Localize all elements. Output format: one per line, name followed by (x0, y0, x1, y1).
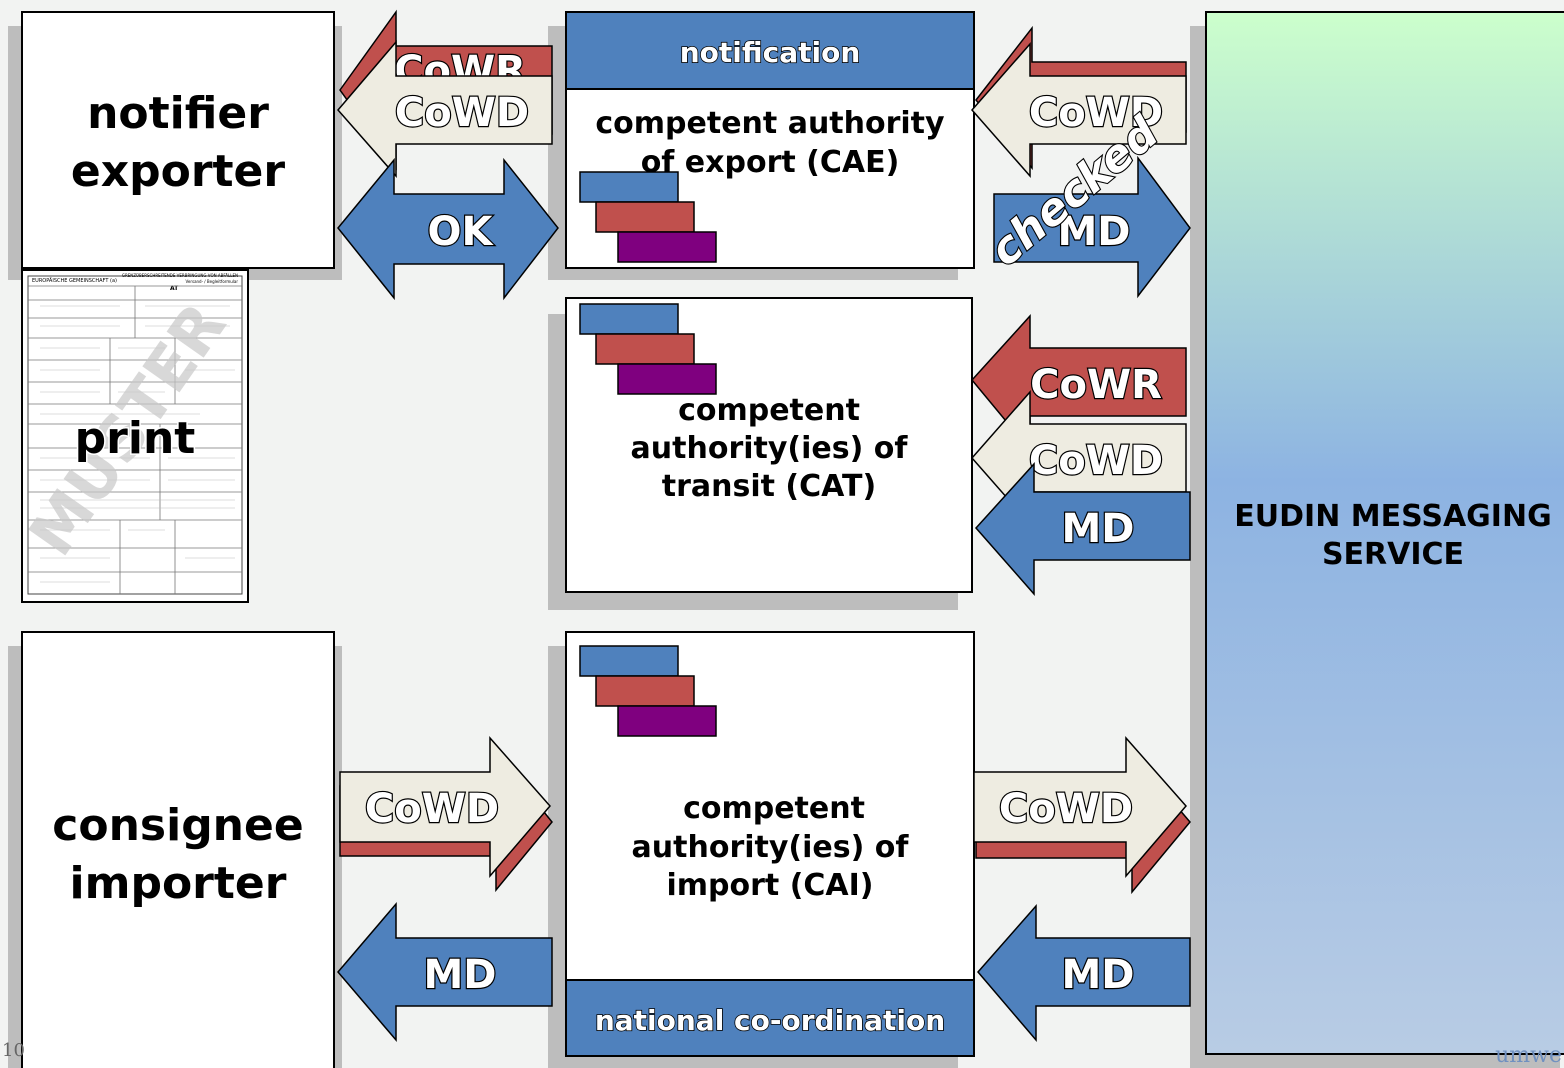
exporter-label-line1: notifier (87, 88, 269, 139)
arrow-ok-label: OK (428, 209, 495, 255)
arrow-cowd-importer-to-cai: CoWD (339, 736, 551, 879)
cae-box: notification competent authority of expo… (565, 11, 975, 269)
cae-label-line1: competent authority (595, 106, 945, 141)
cae-header-label: notification (680, 36, 861, 69)
print-document: EUROPÄISCHE GEMEINSCHAFT (a) GRENZÜBERSC… (14, 269, 249, 603)
cai-box: competent authority(ies) of import (CAI)… (565, 631, 975, 1057)
arrow-md-to-importer: MD (337, 901, 553, 1043)
arrow-md-cat-label: MD (1061, 506, 1134, 552)
cae-label-line2: of export (CAE) (641, 145, 900, 180)
arrow-md-from-cae: MD (993, 155, 1191, 299)
importer-label-line2: importer (70, 858, 287, 909)
arrow-cowd-to-exporter: CoWD (337, 39, 553, 178)
document-header-left: EUROPÄISCHE GEMEINSCHAFT (a) (32, 277, 117, 284)
arrow-md-to-cai: MD (977, 904, 1191, 1043)
document-country: AT (170, 285, 179, 292)
cai-label-line3: import (CAI) (666, 868, 873, 903)
arrow-cowd-cat-label: CoWD (1029, 438, 1163, 484)
cai-label-line1: competent (683, 791, 865, 826)
importer-label-line1: consignee (52, 800, 303, 851)
cae-header-bar (565, 11, 975, 90)
arrow-cowd-exporter-label: CoWD (395, 90, 529, 136)
document-text-lines (40, 305, 235, 583)
cat-label-line3: transit (CAT) (662, 469, 876, 504)
cai-footer-label: national co-ordination (595, 1004, 945, 1037)
cae-stack-icon (579, 171, 717, 263)
arrow-md-cae-label: MD (1057, 209, 1130, 255)
document-header-right2: Versand- / Begleitformular (185, 279, 238, 284)
print-label: print (75, 413, 196, 464)
arrow-cowd-to-cae: CoWD (971, 42, 1187, 178)
cai-label-line2: authority(ies) of (632, 830, 910, 865)
brand-fragment: umwe (1495, 1043, 1562, 1068)
importer-box: consignee importer (21, 631, 335, 1068)
arrow-cowd-cai-to-service: CoWD (973, 736, 1187, 879)
arrow-md-importer-label: MD (423, 952, 496, 998)
document-form-lines (28, 285, 242, 594)
service-label-line1: EUDIN MESSAGING (1234, 499, 1551, 534)
arrow-cowd-importer-label: CoWD (365, 786, 499, 832)
cat-label-line1: competent (678, 393, 860, 428)
eudin-messaging-service: EUDIN MESSAGING SERVICE (1205, 11, 1564, 1055)
arrow-md-to-cat: MD (974, 462, 1191, 596)
page-number-fragment: 10 (2, 1040, 25, 1061)
arrow-cowr-cat-label: CoWR (1030, 362, 1162, 408)
arrow-ok-bidirectional: OK (337, 157, 559, 301)
document-header-right: GRENZÜBERSCHREITENDE VERBRINGUNG VON ABF… (122, 273, 238, 278)
exporter-box: notifier exporter (21, 11, 335, 269)
cai-footer-bar (565, 979, 975, 1057)
arrow-md-cai-label: MD (1061, 952, 1134, 998)
arrow-cowd-cai-label: CoWD (999, 786, 1133, 832)
arrow-cowd-cae-label: CoWD (1029, 90, 1163, 136)
service-label-line2: SERVICE (1322, 537, 1464, 572)
cat-box: competent authority(ies) of transit (CAT… (565, 297, 973, 593)
cai-stack-icon (579, 645, 717, 737)
cat-label-line2: authority(ies) of (631, 431, 909, 466)
cat-stack-icon (579, 303, 717, 395)
exporter-label-line2: exporter (71, 146, 286, 197)
